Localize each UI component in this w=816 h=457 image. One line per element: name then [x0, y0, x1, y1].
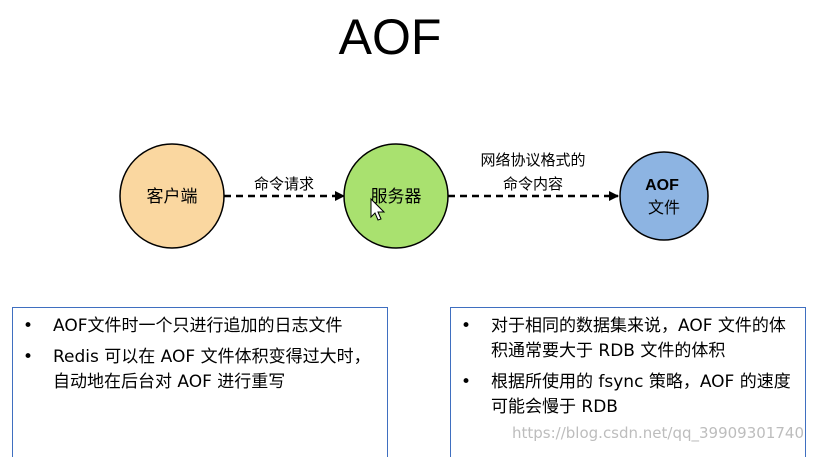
- aof-file-node: [619, 151, 709, 241]
- protocol-label-line2: 命令内容: [503, 175, 563, 193]
- bullet-icon: •: [461, 316, 472, 336]
- right-item-text: 根据所使用的 fsync 策略，AOF 的速度可能会慢于 RDB: [491, 372, 791, 417]
- client-label: 客户端: [147, 187, 198, 207]
- aof-file-label-line2: 文件: [648, 198, 680, 217]
- server-node: [343, 143, 449, 249]
- list-item: • Redis 可以在 AOF 文件体积变得过大时，自动地在后台对 AOF 进行重…: [13, 345, 387, 395]
- aof-flow-diagram: 客户端 服务器 AOF 文件 命令请求 网络协议格式的 命令内容: [119, 143, 709, 249]
- aof-file-label-line1: AOF: [645, 177, 679, 194]
- diagram-title: AOF: [338, 9, 442, 65]
- left-notes-box: • AOF文件时一个只进行追加的日志文件 • Redis 可以在 AOF 文件体积变…: [12, 307, 388, 457]
- bullet-icon: •: [23, 347, 34, 367]
- right-notes-box: • 对于相同的数据集来说，AOF 文件的体积通常要大于 RDB 文件的体积 • 根据…: [450, 307, 806, 457]
- mouse-cursor-icon: [370, 197, 386, 221]
- protocol-label-line1: 网络协议格式的: [480, 151, 585, 169]
- list-item: • AOF文件时一个只进行追加的日志文件: [13, 314, 387, 339]
- client-node: [119, 143, 225, 249]
- right-item-text: 对于相同的数据集来说，AOF 文件的体积通常要大于 RDB 文件的体积: [491, 316, 786, 361]
- list-item: • 对于相同的数据集来说，AOF 文件的体积通常要大于 RDB 文件的体积: [451, 314, 805, 364]
- left-item-text: AOF文件时一个只进行追加的日志文件: [53, 316, 343, 336]
- request-label: 命令请求: [254, 175, 314, 193]
- watermark-text: https://blog.csdn.net/qq_39909301740: [512, 424, 804, 442]
- list-item: • 根据所使用的 fsync 策略，AOF 的速度可能会慢于 RDB: [451, 370, 805, 420]
- server-label: 服务器: [371, 187, 422, 207]
- bullet-icon: •: [23, 316, 34, 336]
- bullet-icon: •: [461, 372, 472, 392]
- left-item-text: Redis 可以在 AOF 文件体积变得过大时，自动地在后台对 AOF 进行重写: [53, 347, 371, 392]
